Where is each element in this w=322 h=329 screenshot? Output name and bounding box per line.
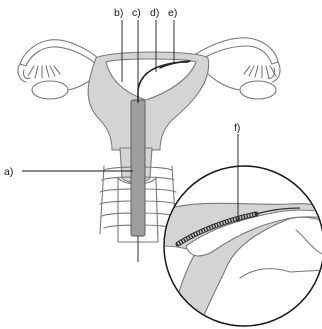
left-ovary (32, 81, 68, 99)
left-fimbriae (28, 66, 60, 78)
right-fimbriae (244, 66, 276, 78)
label-d: d) (150, 7, 159, 19)
label-b: b) (114, 7, 123, 19)
right-ovary (240, 81, 276, 99)
catheter-sheath (131, 100, 145, 236)
label-e: e) (168, 7, 177, 19)
magnified-view (164, 166, 322, 329)
left-fallopian-tube (18, 40, 98, 82)
right-ovarian-ligament (206, 72, 240, 90)
label-c: c) (132, 7, 141, 19)
label-f: f) (234, 122, 240, 134)
label-a: a) (4, 166, 13, 178)
